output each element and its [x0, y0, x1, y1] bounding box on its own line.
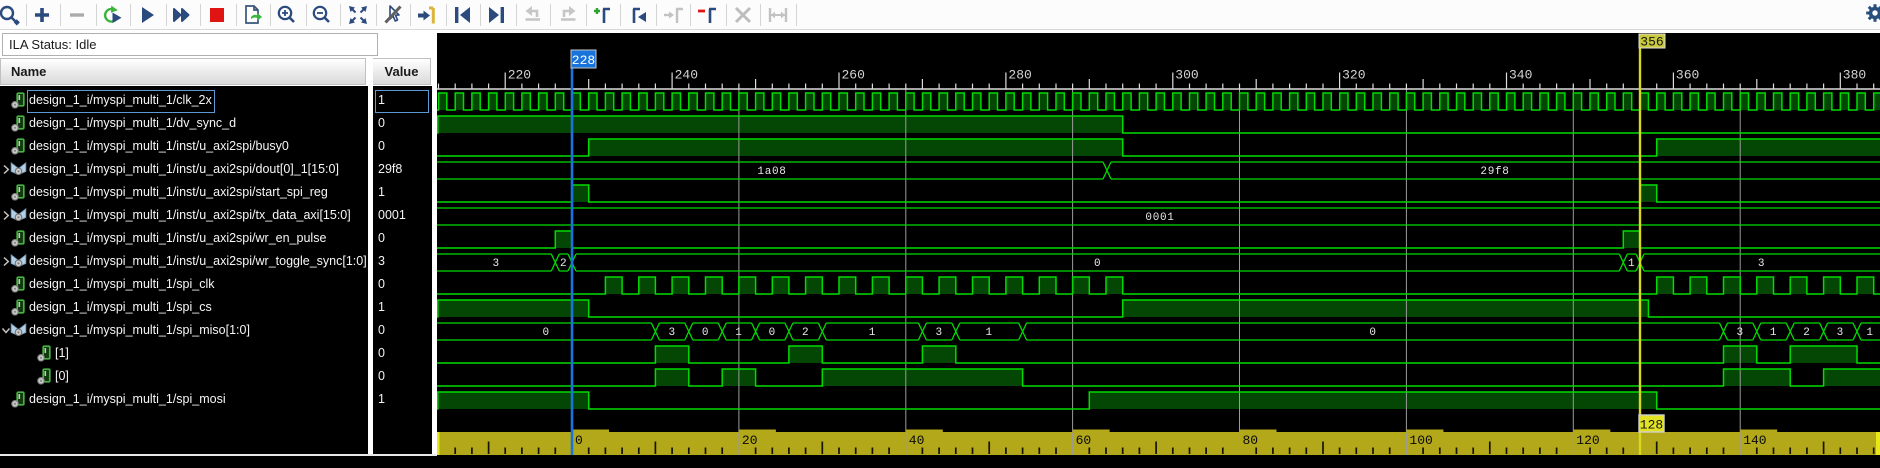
svg-text:2: 2 [1803, 327, 1810, 339]
svg-text:320: 320 [1342, 68, 1365, 83]
svg-text:3: 3 [1737, 327, 1744, 339]
svg-text:80: 80 [1243, 433, 1259, 448]
svg-text:1: 1 [735, 327, 742, 339]
svg-text:240: 240 [675, 68, 698, 83]
svg-text:120: 120 [1576, 433, 1599, 448]
svg-text:40: 40 [909, 433, 925, 448]
svg-text:0: 0 [543, 327, 550, 339]
svg-text:0001: 0001 [1145, 212, 1174, 224]
svg-text:0: 0 [769, 327, 776, 339]
svg-text:1: 1 [986, 327, 993, 339]
svg-text:1a08: 1a08 [757, 166, 786, 178]
svg-text:228: 228 [572, 53, 595, 68]
svg-text:2: 2 [560, 258, 567, 270]
svg-text:280: 280 [1008, 68, 1031, 83]
svg-text:0: 0 [575, 433, 583, 448]
svg-text:220: 220 [508, 68, 531, 83]
svg-text:140: 140 [1743, 433, 1766, 448]
svg-text:60: 60 [1076, 433, 1092, 448]
svg-text:20: 20 [742, 433, 758, 448]
svg-text:380: 380 [1843, 68, 1866, 83]
svg-text:340: 340 [1509, 68, 1532, 83]
svg-text:3: 3 [668, 327, 675, 339]
svg-text:1: 1 [1866, 327, 1873, 339]
svg-text:360: 360 [1676, 68, 1699, 83]
svg-text:0: 0 [702, 327, 709, 339]
svg-text:2: 2 [802, 327, 809, 339]
svg-text:3: 3 [1758, 258, 1765, 270]
svg-text:3: 3 [1837, 327, 1844, 339]
svg-text:1: 1 [1770, 327, 1777, 339]
svg-text:0: 0 [1369, 327, 1376, 339]
svg-text:356: 356 [1640, 35, 1663, 50]
svg-text:0: 0 [1094, 258, 1101, 270]
svg-text:1: 1 [1628, 258, 1635, 270]
svg-text:3: 3 [493, 258, 500, 270]
svg-text:300: 300 [1175, 68, 1198, 83]
svg-text:100: 100 [1409, 433, 1432, 448]
svg-text:1: 1 [869, 327, 876, 339]
svg-text:3: 3 [935, 327, 942, 339]
svg-text:29f8: 29f8 [1480, 166, 1509, 178]
svg-text:260: 260 [842, 68, 865, 83]
svg-text:128: 128 [1640, 418, 1663, 433]
